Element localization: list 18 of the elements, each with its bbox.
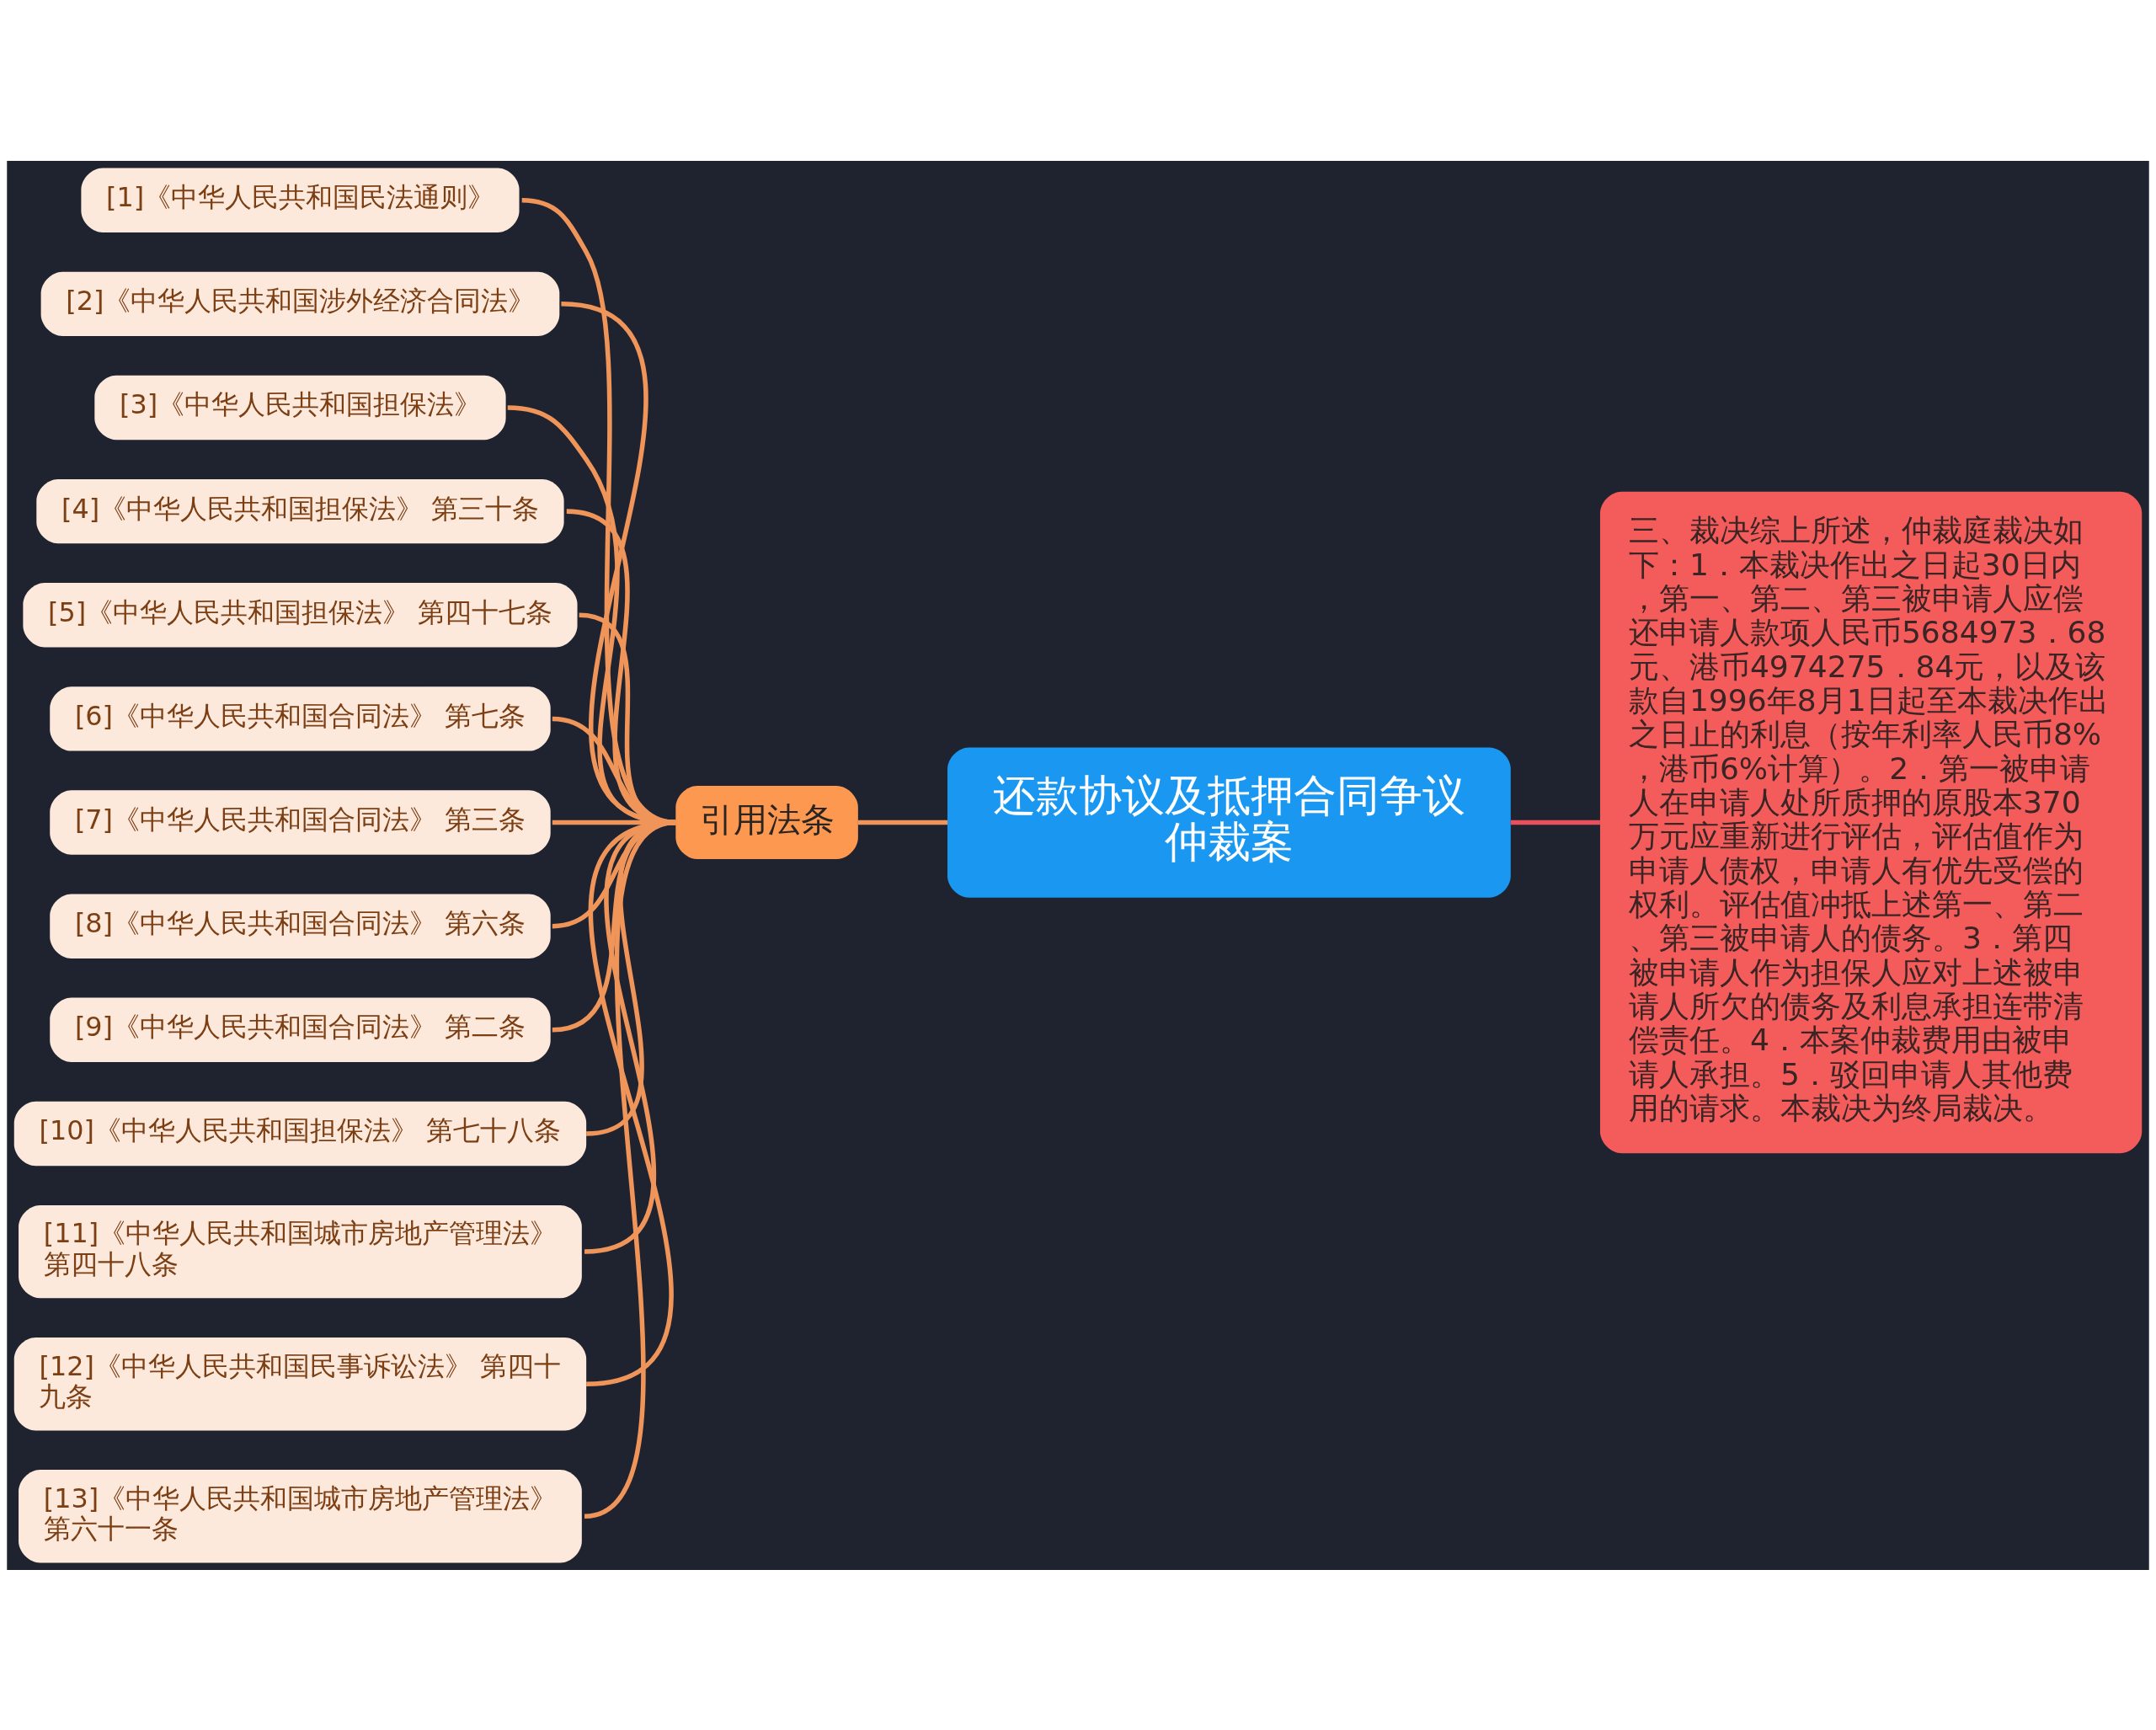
node-box: [7]《中华人民共和国合同法》 第三条	[50, 789, 551, 855]
node-box: [2]《中华人民共和国涉外经济合同法》	[40, 271, 560, 336]
connector	[1510, 820, 1600, 825]
node-box: [11]《中华人民共和国城市房地产管理法》第四十八条	[19, 1204, 582, 1298]
node-box: 引用法条	[675, 785, 858, 859]
node-box: [8]《中华人民共和国合同法》 第六条	[50, 893, 551, 958]
node-box: [3]《中华人民共和国担保法》	[94, 375, 506, 440]
node-box: [6]《中华人民共和国合同法》 第七条	[50, 686, 551, 751]
node-box: [1]《中华人民共和国民法通则》	[81, 168, 520, 232]
node-box: [10]《中华人民共和国担保法》 第七十八条	[13, 1101, 587, 1166]
connector	[857, 820, 947, 825]
node-box: [4]《中华人民共和国担保法》 第三十条	[36, 478, 564, 543]
node-box: 还款协议及抵押合同争议仲裁案	[947, 746, 1511, 898]
node-box: [5]《中华人民共和国担保法》 第四十七条	[23, 582, 578, 647]
node-box: [13]《中华人民共和国城市房地产管理法》第六十一条	[19, 1469, 582, 1562]
node-box: [9]《中华人民共和国合同法》 第二条	[50, 997, 551, 1062]
node-box: [12]《中华人民共和国民事诉讼法》 第四十九条	[13, 1337, 587, 1430]
node-box: 三、裁决综上所述，仲裁庭裁决如下：1．本裁决作出之日起30日内，第一、第二、第三被申请人应偿还申请人款项人民币5684973．68元、港币4974275．84元，以及该款自1996年8月1日起至本裁决作出之日止的利息（按年利率人民币8%，港币6%计算）。2．第一被申请人在申请人处所质押的原股本370万元应重新进行评估，评估值作为申请人债权，申请人有优先受偿的权利。评估值冲抵上述第一、第二、第三被申请人的债务。3．第四被申请人作为担保人应对上述被申请人所欠的债务及利息承担连带清偿责任。4．本案仲裁费用由被申请人承担。5．驳回申请人其他费用的请求。本裁决为终局裁决。	[1599, 491, 2143, 1153]
